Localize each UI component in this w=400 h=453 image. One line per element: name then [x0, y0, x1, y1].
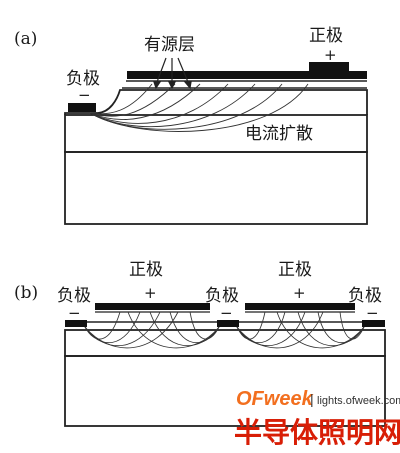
- current-path: [89, 83, 201, 120]
- current-path: [236, 311, 324, 349]
- watermark-url: lights.ofweek.com: [317, 395, 400, 407]
- current-paths-a: [89, 83, 309, 132]
- positive-sign-a: +: [324, 46, 337, 64]
- current-path: [84, 311, 121, 340]
- negative-label-a: 负极: [66, 69, 100, 89]
- negative-sign-b-right: −: [366, 304, 379, 322]
- n-layer-b: [64, 329, 386, 357]
- current-path: [84, 311, 161, 347]
- current-path: [89, 83, 229, 124]
- positive-label-b-left: 正极: [129, 260, 163, 280]
- current-path: [297, 311, 365, 347]
- mesa-step-a: [64, 89, 368, 115]
- current-path: [84, 311, 141, 344]
- panel-b: (b): [14, 260, 386, 427]
- spreading-label: 电流扩散: [245, 124, 313, 144]
- current-path: [236, 311, 266, 340]
- negative-label-b-mid: 负极: [205, 286, 239, 306]
- current-path: [276, 311, 365, 349]
- negative-pad-a: [68, 103, 96, 112]
- panel-a: (a): [14, 26, 368, 225]
- active-layer-arrows: [153, 57, 192, 90]
- top-contact-layer-a: [127, 71, 367, 79]
- negative-sign-b-mid: −: [220, 304, 233, 322]
- negative-pad-b-left: [65, 320, 87, 327]
- current-path: [84, 311, 179, 349]
- n-layer-a: [64, 114, 368, 153]
- arrow-head: [153, 81, 162, 90]
- current-path: [149, 311, 220, 347]
- positive-sign-b-left: +: [144, 284, 157, 302]
- arrow-head: [168, 81, 176, 90]
- active-layer-label: 有源层: [144, 35, 195, 55]
- negative-sign-a: −: [78, 86, 91, 104]
- positive-bar-b-left: [95, 303, 210, 310]
- substrate-a: [64, 151, 368, 225]
- negative-pad-b-mid: [217, 320, 239, 327]
- current-path: [236, 311, 306, 347]
- negative-label-b-right: 负极: [348, 286, 382, 306]
- arrow-head: [183, 81, 192, 90]
- watermark-brand: OFweek: [236, 388, 314, 410]
- positive-sign-b-right: +: [293, 284, 306, 302]
- current-path: [339, 311, 365, 340]
- panel-a-tag: (a): [14, 29, 37, 49]
- positive-label-b-right: 正极: [278, 260, 312, 280]
- watermark-separator: |: [310, 391, 314, 407]
- negative-label-b-left: 负极: [57, 286, 91, 306]
- watermark: OFweek | lights.ofweek.com 半导体照明网: [234, 388, 400, 449]
- arrow-line: [177, 57, 189, 83]
- current-paths-b: [84, 311, 365, 349]
- current-path: [127, 311, 220, 349]
- watermark-cn-title: 半导体照明网: [234, 416, 400, 449]
- arrow-line: [156, 57, 167, 83]
- positive-bar-b-right: [245, 303, 355, 310]
- positive-label-a: 正极: [309, 26, 343, 46]
- current-path: [89, 83, 256, 128]
- panel-b-tag: (b): [14, 283, 38, 303]
- positive-pad-a: [309, 62, 349, 72]
- negative-sign-b-left: −: [68, 304, 81, 322]
- current-path: [189, 311, 220, 340]
- current-path: [89, 83, 176, 117]
- negative-pad-b-right: [362, 320, 385, 327]
- current-path: [89, 83, 309, 132]
- current-path: [89, 83, 153, 115]
